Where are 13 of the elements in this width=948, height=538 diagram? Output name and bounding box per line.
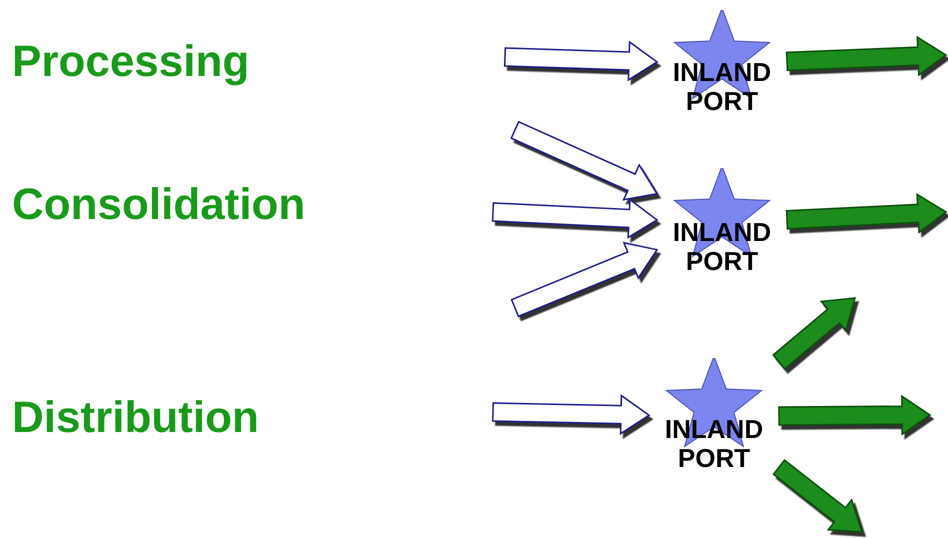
block-arrow <box>786 36 948 77</box>
block-arrow <box>510 120 658 201</box>
row-heading: Distribution <box>12 396 259 440</box>
block-arrow <box>504 40 658 82</box>
block-arrow <box>510 242 658 318</box>
block-arrow <box>492 198 658 239</box>
block-arrow <box>786 193 948 234</box>
block-arrow <box>772 459 864 533</box>
block-arrow <box>492 394 650 435</box>
block-arrow <box>778 394 932 436</box>
row-heading: Consolidation <box>12 183 306 227</box>
block-arrow <box>772 297 856 370</box>
row-heading: Processing <box>12 40 250 84</box>
